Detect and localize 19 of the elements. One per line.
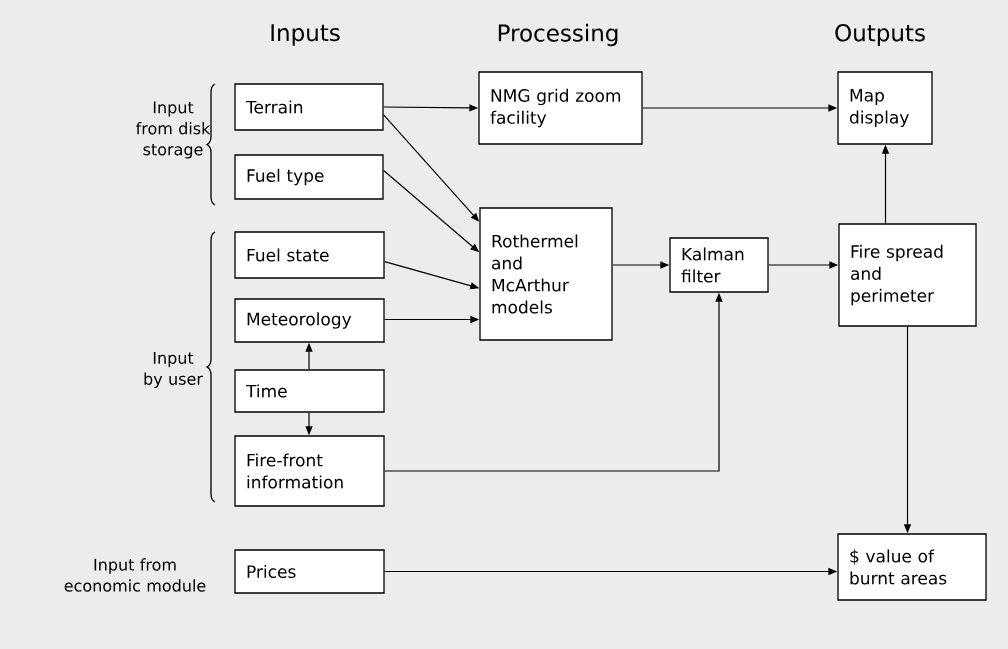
process-box: Rothermel and McArthur models <box>479 207 613 341</box>
process-box: Fuel type <box>234 154 384 200</box>
process-box: Terrain <box>234 83 384 131</box>
process-box: Kalman filter <box>669 237 769 293</box>
process-box: NMG grid zoom facility <box>478 71 643 145</box>
column-heading: Processing <box>498 23 618 47</box>
process-box: Fuel state <box>234 231 385 279</box>
group-label: Input from economic module <box>64 558 206 592</box>
group-label: Input by user <box>144 352 203 388</box>
process-box: Time <box>234 369 385 413</box>
process-box: Map display <box>837 71 933 145</box>
group-label: Input from disk storage <box>136 101 211 159</box>
process-box: Meteorology <box>234 298 385 343</box>
column-heading: Outputs <box>835 24 925 46</box>
process-box: Fire spread and perimeter <box>838 223 977 327</box>
process-box: $ value of burnt areas <box>837 533 987 601</box>
process-box: Prices <box>234 549 385 594</box>
process-box: Fire-front information <box>234 435 385 507</box>
column-heading: Inputs <box>271 24 340 46</box>
